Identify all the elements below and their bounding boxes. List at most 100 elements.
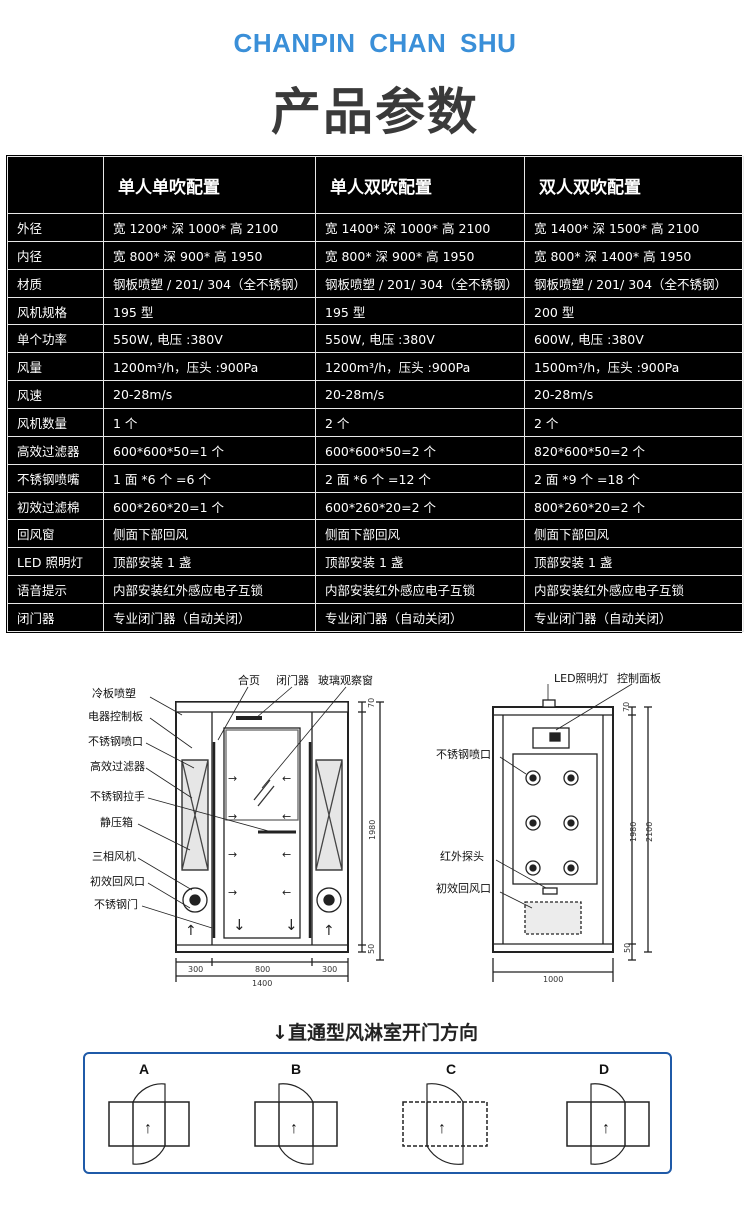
spec-cell: 顶部安装 1 盏 bbox=[103, 547, 316, 577]
front-labels: 冷板喷塑 电器控制板 不锈钢喷口 高效过滤器 不锈钢拉手 静压箱 三相风机 初效… bbox=[88, 673, 373, 911]
door-option-d: D ↑ bbox=[566, 1061, 650, 1165]
spec-cell: 钢板喷塑 / 201/ 304（全不锈钢） bbox=[315, 268, 525, 298]
spec-cell: 550W, 电压 :380V bbox=[103, 324, 316, 354]
spec-cell: 600*260*20=2 个 bbox=[315, 491, 525, 521]
spec-cell: 内部安装红外感应电子互锁 bbox=[315, 575, 525, 605]
label-hinge: 合页 bbox=[238, 673, 260, 687]
dim-side-height: 1980 bbox=[629, 822, 638, 842]
spec-cell: 195 型 bbox=[103, 296, 316, 326]
label-paint: 冷板喷塑 bbox=[92, 686, 136, 700]
spec-cell: 550W, 电压 :380V bbox=[315, 324, 525, 354]
spec-cell: 1 面 *6 个 =6 个 bbox=[103, 463, 316, 493]
spec-row-label: 风速 bbox=[7, 380, 104, 410]
spec-cell: 内部安装红外感应电子互锁 bbox=[524, 575, 744, 605]
spec-cell: 2 个 bbox=[524, 408, 744, 437]
spec-header-cell: 双人双吹配置 bbox=[524, 156, 744, 214]
spec-row: 回风窗侧面下部回风侧面下部回风侧面下部回风 bbox=[7, 519, 744, 549]
door-option-label: C bbox=[446, 1061, 456, 1077]
spec-cell: 820*600*50=2 个 bbox=[524, 435, 744, 465]
spec-cell: 宽 1400* 深 1500* 高 2100 bbox=[524, 213, 744, 242]
door-arrow: ↑ bbox=[290, 1120, 298, 1137]
door-arrow: ↑ bbox=[438, 1120, 446, 1137]
side-dimensions: 70 1980 2100 50 1000 bbox=[543, 702, 654, 984]
spec-row: LED 照明灯顶部安装 1 盏顶部安装 1 盏顶部安装 1 盏 bbox=[7, 547, 744, 577]
door-options: A ↑ B ↑ C ↑ D ↑ bbox=[108, 1061, 650, 1165]
spec-cell: 宽 800* 深 900* 高 1950 bbox=[315, 240, 525, 270]
english-title: CHANPIN CHAN SHU bbox=[233, 28, 517, 58]
svg-text:↓: ↓ bbox=[233, 916, 246, 934]
svg-text:←: ← bbox=[282, 810, 291, 823]
spec-cell: 侧面下部回风 bbox=[524, 519, 744, 549]
technical-drawings: →← →← →← →← ↑ ↓ ↓ ↑ 冷板喷塑 电器控制板 不锈钢喷口 bbox=[88, 671, 661, 988]
label-side-return: 初效回风口 bbox=[436, 881, 491, 895]
spec-header-row: 单人单吹配置 单人双吹配置 双人双吹配置 bbox=[7, 156, 744, 214]
spec-header-cell bbox=[7, 156, 104, 214]
dim-side-total: 2100 bbox=[645, 822, 654, 842]
label-plenum: 静压箱 bbox=[100, 815, 133, 829]
spec-cell: 侧面下部回风 bbox=[315, 519, 525, 549]
spec-row-label: 不锈钢喷嘴 bbox=[7, 463, 104, 493]
svg-text:→: → bbox=[228, 772, 237, 785]
spec-row-label: 语音提示 bbox=[7, 575, 104, 605]
spec-cell: 600*600*50=1 个 bbox=[103, 435, 316, 465]
spec-row-label: 风机规格 bbox=[7, 296, 104, 326]
spec-cell: 2 面 *9 个 =18 个 bbox=[524, 463, 744, 493]
spec-table-container: 单人单吹配置 单人双吹配置 双人双吹配置 外径宽 1200* 深 1000* 高… bbox=[6, 155, 744, 633]
spec-row-label: 外径 bbox=[7, 213, 104, 242]
label-handle: 不锈钢拉手 bbox=[90, 789, 145, 803]
dim-middle: 800 bbox=[255, 965, 270, 974]
front-arrows: →← →← →← →← ↑ ↓ ↓ ↑ bbox=[185, 772, 335, 939]
dim-total: 1400 bbox=[252, 979, 272, 988]
label-nozzle: 不锈钢喷口 bbox=[88, 735, 143, 748]
dim-bottom: 50 bbox=[367, 944, 376, 954]
label-glass: 玻璃观察窗 bbox=[318, 673, 373, 687]
dim-height: 1980 bbox=[368, 820, 377, 840]
spec-cell: 800*260*20=2 个 bbox=[524, 491, 744, 521]
label-door: 不锈钢门 bbox=[94, 897, 138, 911]
spec-cell: 1 个 bbox=[103, 408, 316, 437]
svg-text:↓: ↓ bbox=[285, 916, 298, 934]
label-return: 初效回风口 bbox=[90, 874, 145, 888]
door-arrow: ↑ bbox=[144, 1120, 152, 1137]
dim-right: 300 bbox=[322, 965, 337, 974]
spec-cell: 顶部安装 1 盏 bbox=[315, 547, 525, 577]
spec-cell: 顶部安装 1 盏 bbox=[524, 547, 744, 577]
door-option-label: B bbox=[291, 1061, 301, 1077]
svg-text:↑: ↑ bbox=[323, 923, 335, 939]
label-hepa: 高效过滤器 bbox=[90, 759, 145, 773]
label-led: LED照明灯 bbox=[554, 672, 609, 685]
spec-row: 语音提示内部安装红外感应电子互锁内部安装红外感应电子互锁内部安装红外感应电子互锁 bbox=[7, 575, 744, 605]
svg-text:→: → bbox=[228, 810, 237, 823]
spec-row-label: 材质 bbox=[7, 268, 104, 298]
svg-text:↑: ↑ bbox=[185, 923, 197, 939]
spec-cell: 1200m³/h，压头 :900Pa bbox=[315, 352, 525, 382]
spec-cell: 1500m³/h，压头 :900Pa bbox=[524, 352, 744, 382]
label-fan: 三相风机 bbox=[92, 849, 136, 863]
spec-row-label: 回风窗 bbox=[7, 519, 104, 549]
spec-cell: 宽 800* 深 900* 高 1950 bbox=[103, 240, 316, 270]
spec-cell: 宽 1200* 深 1000* 高 2100 bbox=[103, 213, 316, 242]
spec-row-label: 高效过滤器 bbox=[7, 435, 104, 465]
front-view-drawing bbox=[175, 701, 384, 982]
spec-cell: 2 个 bbox=[315, 408, 525, 437]
spec-cell: 20-28m/s bbox=[524, 380, 744, 410]
spec-cell: 2 面 *6 个 =12 个 bbox=[315, 463, 525, 493]
spec-cell: 内部安装红外感应电子互锁 bbox=[103, 575, 316, 605]
svg-text:←: ← bbox=[282, 772, 291, 785]
door-option-b: B ↑ bbox=[254, 1061, 338, 1165]
dim-top: 70 bbox=[367, 698, 376, 708]
spec-cell: 195 型 bbox=[315, 296, 525, 326]
spec-cell: 20-28m/s bbox=[315, 380, 525, 410]
dim-left: 300 bbox=[188, 965, 203, 974]
door-option-label: A bbox=[139, 1061, 149, 1077]
svg-text:←: ← bbox=[282, 848, 291, 861]
spec-cell: 600*600*50=2 个 bbox=[315, 435, 525, 465]
